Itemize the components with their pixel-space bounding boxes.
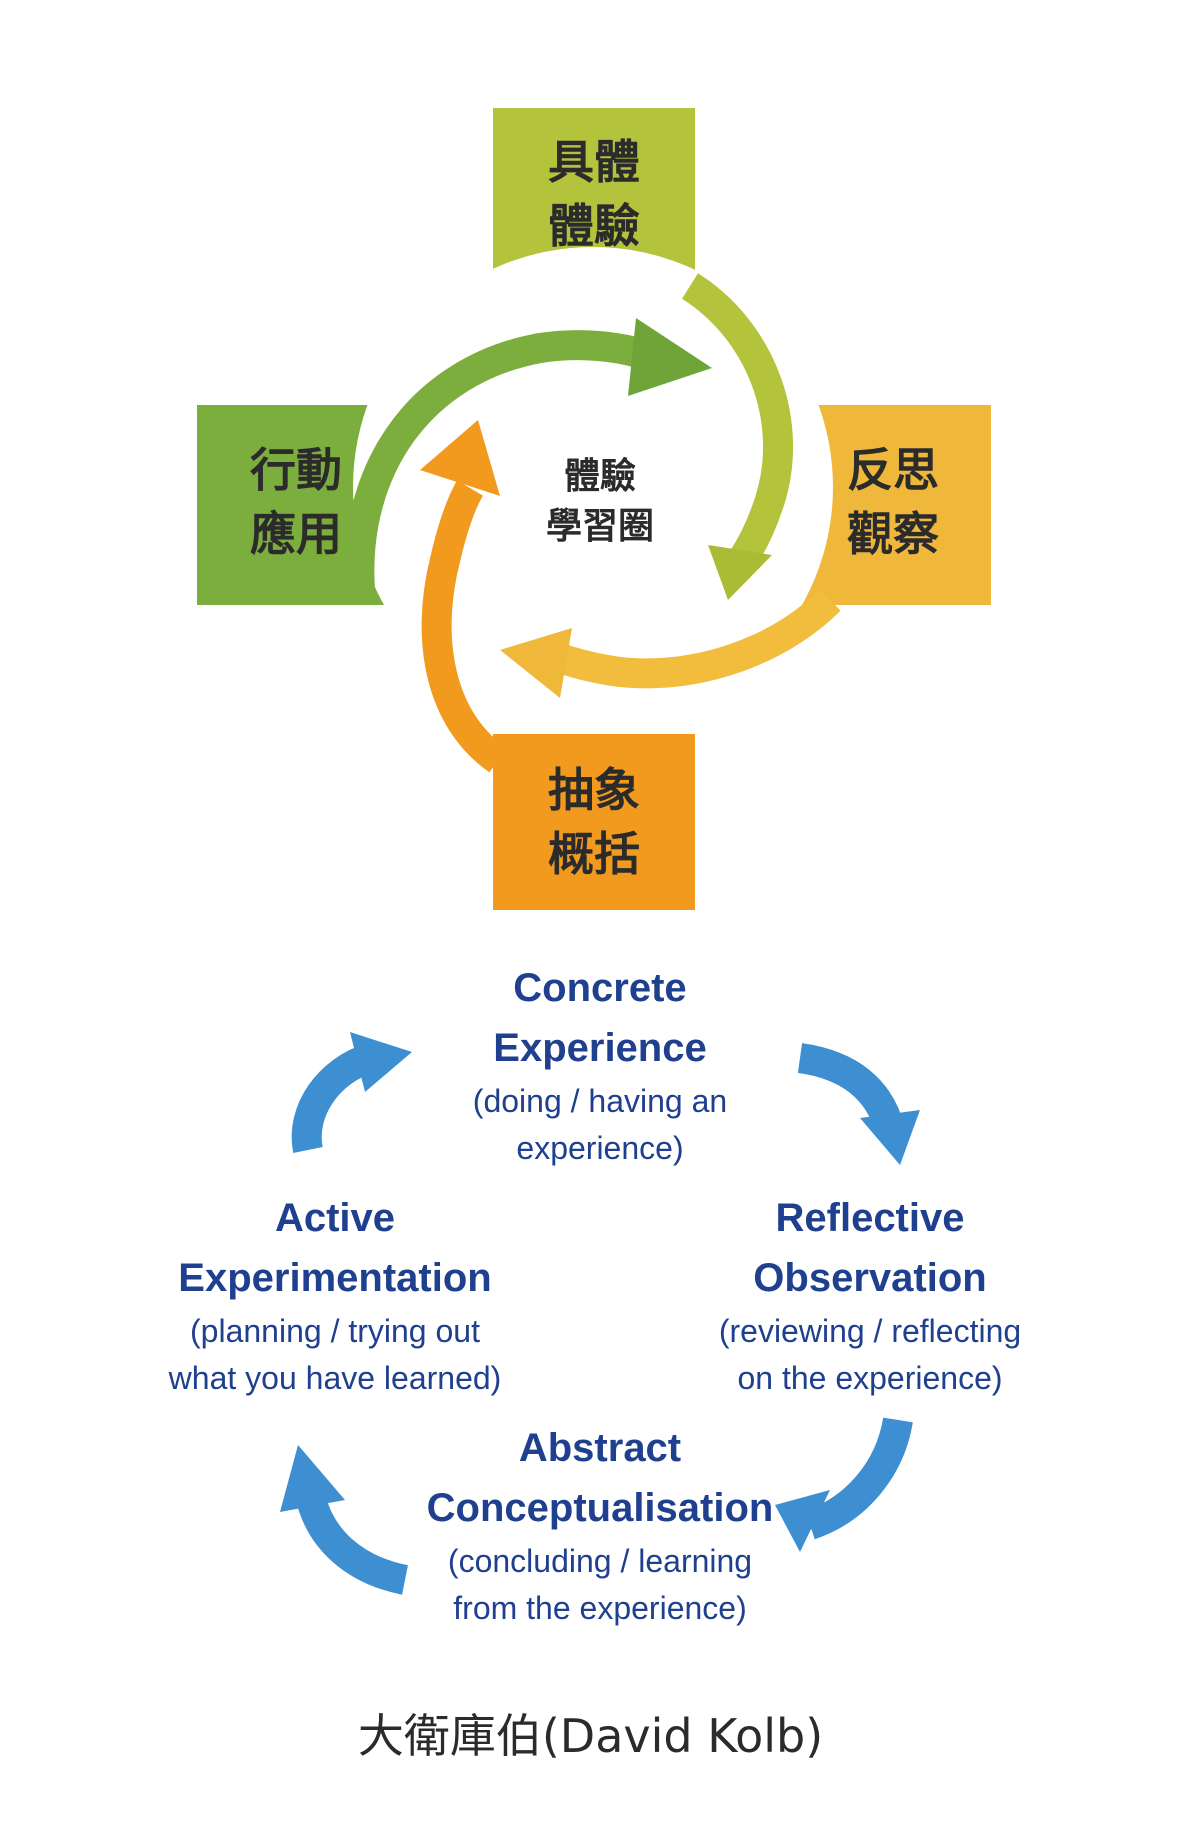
cycle-zh-graphic — [197, 108, 991, 910]
author-caption: 大衛庫伯(David Kolb) — [357, 1709, 824, 1763]
green-arrowhead — [628, 318, 712, 396]
stage-concrete-experience: Concrete Experience (doing / having an e… — [400, 958, 800, 1172]
stage-label-reflective-observation: 反思 觀察 — [847, 443, 939, 561]
stage-title: Abstract Conceptualisation — [426, 1426, 774, 1530]
orange-arrowhead — [420, 420, 500, 496]
lime-cycle-arrow — [681, 273, 794, 569]
lime-arrowhead — [708, 545, 772, 600]
stage-abstract-conceptualisation: Abstract Conceptualisation (concluding /… — [360, 1418, 840, 1632]
stage-subtitle: (planning / trying out what you have lea… — [168, 1313, 502, 1396]
stage-subtitle: (doing / having an experience) — [472, 1083, 728, 1166]
stage-label-action-application: 行動 應用 — [250, 443, 342, 561]
stage-title: Reflective Observation — [753, 1196, 987, 1300]
arrow-up-right-icon — [291, 1032, 412, 1153]
yellow-cycle-arrow — [546, 589, 841, 689]
stage-label-abstract-generalization: 抽象 概括 — [548, 763, 640, 881]
yellow-arrowhead — [500, 628, 572, 698]
kolb-cycle-en: Concrete Experience (doing / having an e… — [0, 940, 1181, 1700]
arrow-up-left-icon — [280, 1445, 409, 1595]
arrow-down-left-icon — [775, 1417, 913, 1552]
stage-subtitle: (concluding / learning from the experien… — [447, 1543, 753, 1626]
experiential-learning-cycle-zh: 具體 體驗 反思 觀察 抽象 概括 行動 應用 體驗 學習圈 — [197, 108, 991, 910]
box-abstract-generalization — [493, 734, 695, 910]
center-label: 體驗 學習圈 — [545, 456, 654, 547]
green-cycle-arrow — [344, 330, 654, 591]
arrow-down-right-icon — [797, 1043, 920, 1165]
stage-title: Active Experimentation — [178, 1196, 492, 1300]
stage-subtitle: (reviewing / reflecting on the experienc… — [718, 1313, 1022, 1396]
kolb-arrows — [280, 1032, 920, 1595]
orange-cycle-arrow — [421, 480, 507, 773]
stage-active-experimentation: Active Experimentation (planning / tryin… — [120, 1188, 550, 1402]
stage-reflective-observation: Reflective Observation (reviewing / refl… — [660, 1188, 1080, 1402]
stage-title: Concrete Experience — [493, 966, 707, 1070]
stage-label-concrete-experience: 具體 體驗 — [548, 135, 640, 253]
